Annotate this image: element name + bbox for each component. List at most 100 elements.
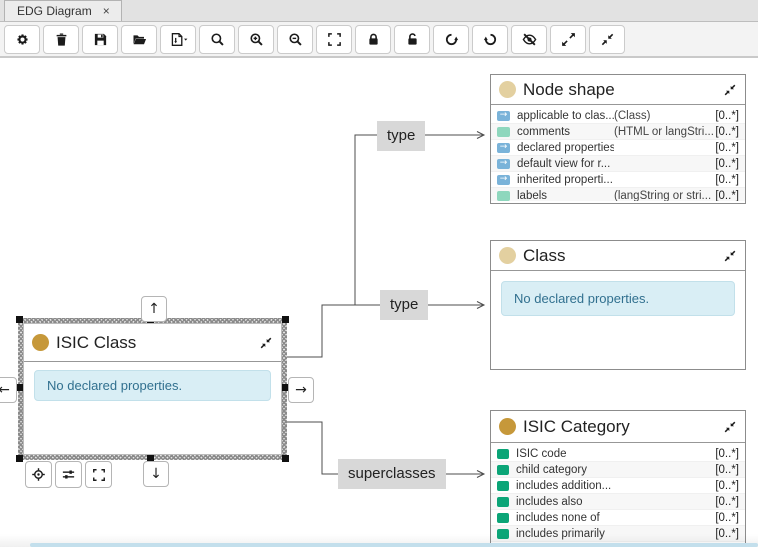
- export-file-icon: [171, 32, 187, 46]
- arrow-right-icon: →: [295, 382, 307, 398]
- folder-open-icon: [133, 34, 146, 44]
- edge-label-superclasses[interactable]: superclasses: [338, 459, 446, 489]
- property-row[interactable]: declared properties [0..*]: [491, 140, 745, 156]
- resize-handle-se[interactable]: [282, 455, 289, 462]
- zoom-out-button[interactable]: [277, 24, 313, 54]
- resize-handle-w[interactable]: [16, 384, 23, 391]
- properties-button[interactable]: [55, 461, 82, 488]
- zoom-in-icon: [249, 32, 263, 46]
- property-row[interactable]: includes none of [0..*]: [491, 510, 745, 526]
- edge-label-type-2[interactable]: type: [380, 290, 429, 320]
- node-title: ISIC Class: [56, 332, 137, 352]
- unlock-button[interactable]: [394, 24, 430, 54]
- property-row[interactable]: includes also [0..*]: [491, 494, 745, 510]
- lock-icon: [368, 33, 378, 45]
- class-circle-icon: [499, 81, 516, 98]
- save-button[interactable]: [82, 24, 118, 54]
- node-title: Node shape: [523, 79, 615, 99]
- resize-handle-s[interactable]: [147, 455, 154, 462]
- property-type-icon: [497, 174, 510, 185]
- edge-label-type-1[interactable]: type: [377, 121, 426, 151]
- property-row[interactable]: labels (langString or stri... [0..*]: [491, 188, 745, 201]
- class-circle-icon: [32, 334, 49, 351]
- selection-border[interactable]: ISIC Class No declared properties.: [16, 316, 289, 462]
- property-row[interactable]: default view for r... [0..*]: [491, 156, 745, 172]
- node-header: ISIC Category: [491, 411, 745, 443]
- arrow-up-icon: ↑: [148, 301, 160, 317]
- nav-left-button[interactable]: ←: [0, 377, 17, 403]
- node-title: ISIC Category: [523, 416, 630, 436]
- horizontal-scrollbar-thumb[interactable]: [30, 543, 758, 547]
- tab-title: EDG Diagram: [17, 4, 92, 18]
- property-row[interactable]: child category [0..*]: [491, 462, 745, 478]
- lock-button[interactable]: [355, 24, 391, 54]
- nav-right-button[interactable]: →: [288, 377, 314, 403]
- node-isic-class[interactable]: ISIC Class No declared properties.: [23, 323, 282, 455]
- class-circle-icon: [499, 247, 516, 264]
- no-properties-message: No declared properties.: [34, 370, 271, 401]
- property-row[interactable]: comments (HTML or langStri... [0..*]: [491, 124, 745, 140]
- zoom-in-button[interactable]: [238, 24, 274, 54]
- redo-icon: [483, 33, 496, 45]
- property-row[interactable]: includes primarily [0..*]: [491, 526, 745, 542]
- property-type-icon: [497, 190, 510, 201]
- node-header: ISIC Class: [24, 324, 281, 362]
- resize-handle-ne[interactable]: [282, 316, 289, 323]
- property-type-icon: [497, 158, 510, 169]
- delete-button[interactable]: [43, 24, 79, 54]
- collapse-all-button[interactable]: [589, 24, 625, 54]
- collapse-node-icon[interactable]: [723, 249, 737, 263]
- undo-icon: [445, 33, 458, 45]
- eye-slash-icon: [522, 32, 536, 46]
- undo-button[interactable]: [433, 24, 469, 54]
- arrow-down-icon: ↓: [150, 466, 162, 482]
- export-button[interactable]: [160, 24, 196, 54]
- fit-view-button[interactable]: [316, 24, 352, 54]
- property-row[interactable]: inherited properti... [0..*]: [491, 172, 745, 188]
- sliders-icon: [62, 470, 75, 479]
- save-icon: [94, 33, 106, 45]
- search-button[interactable]: [199, 24, 235, 54]
- property-type-icon: [497, 126, 510, 137]
- arrow-left-icon: ←: [0, 382, 10, 398]
- crosshair-icon: [32, 468, 45, 481]
- resize-handle-e[interactable]: [282, 384, 289, 391]
- search-icon: [210, 32, 224, 46]
- node-title: Class: [523, 245, 566, 265]
- diagram-canvas[interactable]: Node shape applicable to clas... (Class)…: [0, 59, 758, 547]
- resize-handle-sw[interactable]: [16, 455, 23, 462]
- locate-button[interactable]: [25, 461, 52, 488]
- tab-edg-diagram[interactable]: EDG Diagram ×: [4, 0, 122, 21]
- open-button[interactable]: [121, 24, 157, 54]
- nav-down-button[interactable]: ↓: [143, 461, 169, 487]
- settings-button[interactable]: [4, 24, 40, 54]
- property-type-icon: [497, 496, 509, 507]
- property-row[interactable]: ISIC code [0..*]: [491, 446, 745, 462]
- property-row[interactable]: applicable to clas... (Class) [0..*]: [491, 108, 745, 124]
- hide-button[interactable]: [511, 24, 547, 54]
- trash-icon: [56, 33, 66, 46]
- resize-handle-nw[interactable]: [16, 316, 23, 323]
- collapse-node-icon[interactable]: [259, 336, 273, 350]
- fit-node-button[interactable]: [85, 461, 112, 488]
- property-type-icon: [497, 110, 510, 121]
- node-header: Class: [491, 241, 745, 271]
- property-list: applicable to clas... (Class) [0..*] com…: [491, 105, 745, 201]
- tab-close-icon[interactable]: ×: [102, 4, 110, 18]
- collapse-arrows-icon: [601, 33, 613, 45]
- nav-up-button[interactable]: ↑: [141, 296, 167, 322]
- collapse-node-icon[interactable]: [723, 83, 737, 97]
- property-type-icon: [497, 528, 509, 539]
- property-row[interactable]: includes addition... [0..*]: [491, 478, 745, 494]
- property-list: ISIC code [0..*] child category [0..*] i…: [491, 443, 745, 547]
- node-isic-category[interactable]: ISIC Category ISIC code [0..*] child cat…: [490, 410, 746, 547]
- collapse-node-icon[interactable]: [723, 420, 737, 434]
- property-type-icon: [497, 512, 509, 523]
- redo-button[interactable]: [472, 24, 508, 54]
- tab-bar: EDG Diagram ×: [0, 0, 758, 22]
- property-type-icon: [497, 464, 509, 475]
- property-type-icon: [497, 142, 510, 153]
- node-class[interactable]: Class No declared properties.: [490, 240, 746, 370]
- expand-all-button[interactable]: [550, 24, 586, 54]
- node-node-shape[interactable]: Node shape applicable to clas... (Class)…: [490, 74, 746, 204]
